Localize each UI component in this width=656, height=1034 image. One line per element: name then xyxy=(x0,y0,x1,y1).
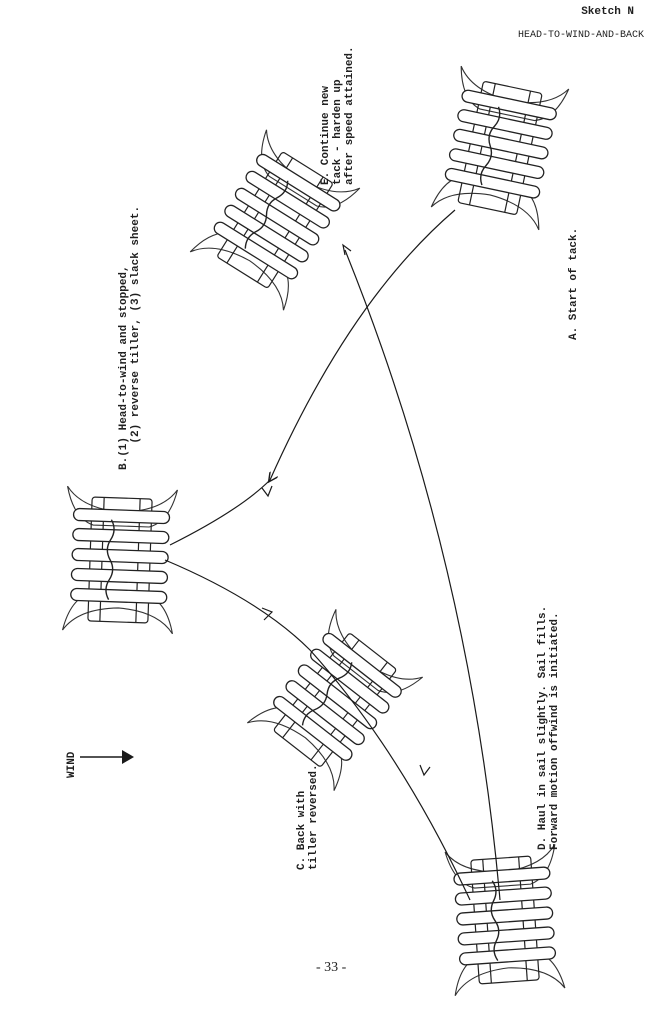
label-b-line-2: (2) reverse tiller, (3) slack sheet. xyxy=(130,205,142,470)
label-a-text: A. Start of tack. xyxy=(568,227,580,340)
label-b: B.(1) Head-to-wind and stopped, (2) reve… xyxy=(118,206,142,470)
page-number: - 33 - xyxy=(316,960,347,975)
label-a: A. Start of tack. xyxy=(568,228,580,340)
label-d-line-1: D. Haul in sail slightly. Sail fills. xyxy=(537,605,549,850)
arrow-path-c xyxy=(261,607,274,621)
label-e-line-2: tack - harden up xyxy=(332,79,344,185)
path-b-to-d xyxy=(164,559,471,901)
label-d-line-2: Forward motion offwind is initiated. xyxy=(549,612,561,850)
arrow-path-a xyxy=(261,485,273,498)
wind-arrowhead xyxy=(122,750,134,764)
label-c-line-2: tiller reversed. xyxy=(308,764,320,870)
label-c: C. Back with tiller reversed. xyxy=(296,764,320,870)
raft-position-c xyxy=(246,608,424,792)
sketch-number: Sketch N xyxy=(581,6,634,18)
path-a-to-b xyxy=(169,209,456,546)
label-b-line-1: B.(1) Head-to-wind and stopped, xyxy=(118,265,130,470)
raft-position-b xyxy=(61,485,179,635)
wind-label-text: WIND xyxy=(66,751,78,778)
label-e-line-3: after speed attained. xyxy=(344,46,356,185)
arrow-path-e xyxy=(342,243,352,256)
label-d: D. Haul in sail slightly. Sail fills. Fo… xyxy=(537,606,561,850)
raft-position-a xyxy=(430,65,570,231)
label-e: E. Continue new tack - harden up after s… xyxy=(320,46,356,185)
arrow-path-d xyxy=(419,764,431,777)
label-c-line-1: C. Back with xyxy=(296,790,308,870)
wind-label: WIND xyxy=(66,752,78,778)
sketch-title: HEAD-TO-WIND-AND-BACK xyxy=(517,30,644,41)
path-d-to-e xyxy=(344,249,501,901)
label-e-line-1: E. Continue new xyxy=(320,85,332,185)
raft-position-d xyxy=(444,843,566,997)
